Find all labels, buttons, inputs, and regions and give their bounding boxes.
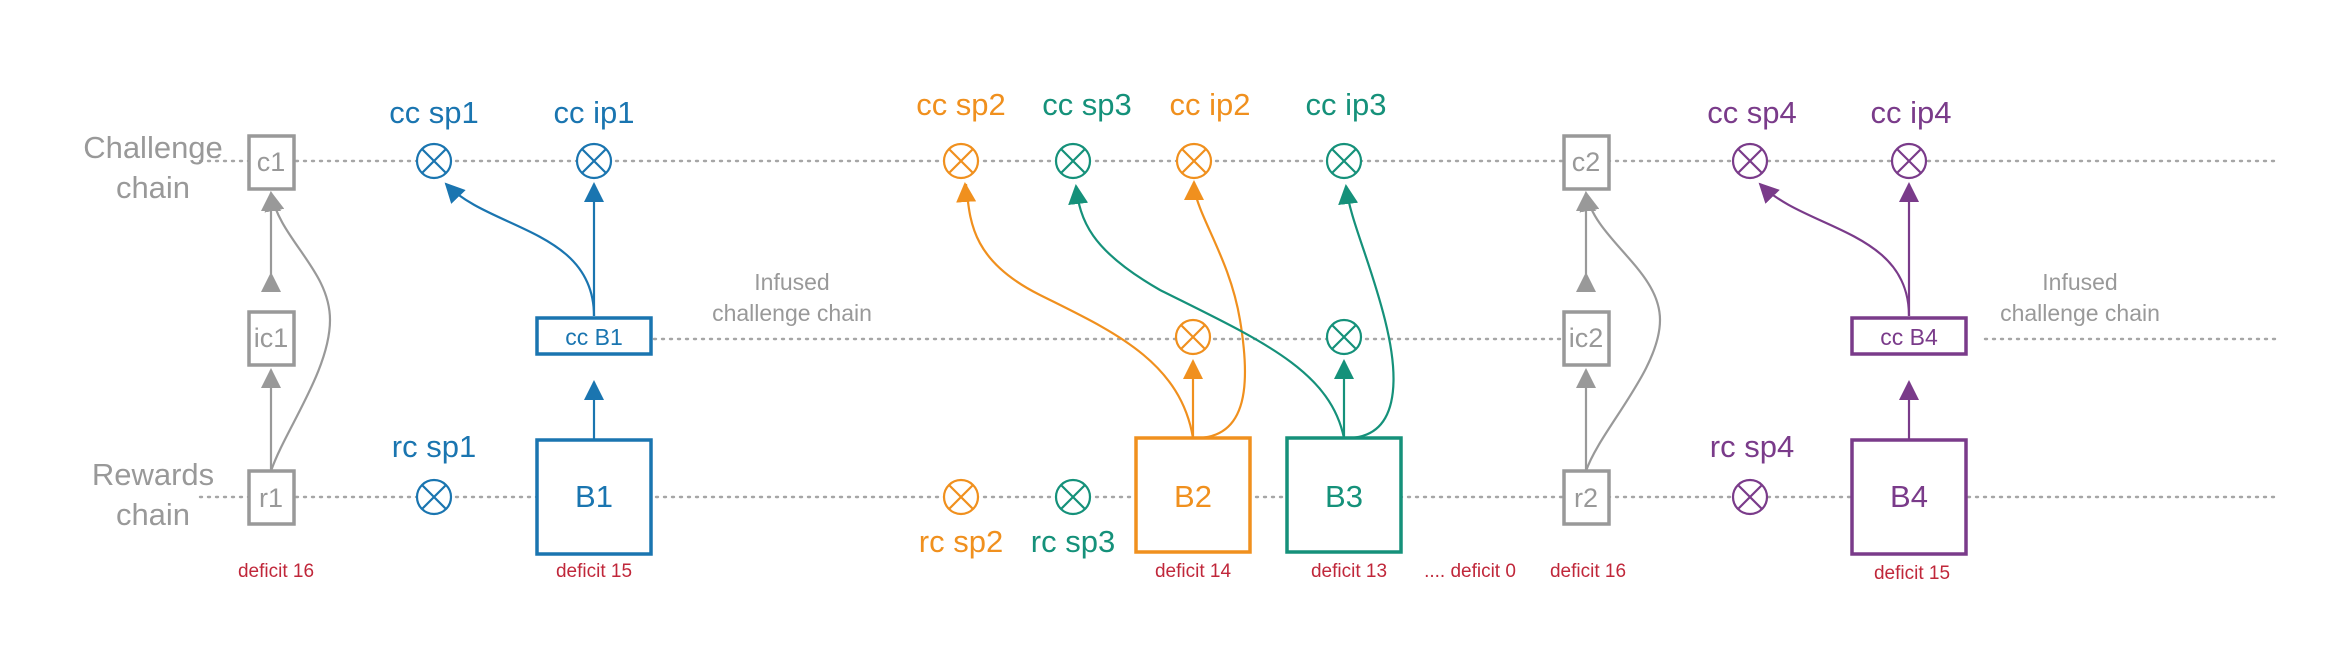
gray-group-2: c2 ic2 r2 (1562, 134, 1662, 526)
cc-sp2-label: cc sp2 (916, 87, 1006, 122)
cc-ip1-label: cc ip1 (554, 95, 635, 130)
b4-box (1850, 438, 1968, 556)
cc-ip3-label: cc ip3 (1306, 87, 1387, 122)
purple-group: cc B4 B4 (1758, 182, 1968, 556)
blue-group: cc B1 B1 (444, 182, 653, 556)
deficit-6: deficit 16 (1550, 561, 1626, 582)
infused-label-1b: challenge chain (712, 300, 872, 326)
rc-sp1-label: rc sp1 (392, 429, 476, 464)
cc-sp4-label: cc sp4 (1707, 95, 1797, 130)
c1-label: c1 (257, 147, 286, 177)
deficit-7: deficit 15 (1874, 563, 1950, 584)
c2-box (1562, 134, 1611, 191)
cc-b4-label: cc B4 (1880, 324, 1938, 350)
ic2-box (1562, 310, 1611, 367)
cc-b1-label: cc B1 (565, 324, 623, 350)
rc-sp3-label: rc sp3 (1031, 524, 1115, 559)
deficit-5: .... deficit 0 (1424, 561, 1516, 582)
deficit-2: deficit 15 (556, 561, 632, 582)
rc-sp1-point (415, 478, 453, 516)
cc-sp4-point (1731, 142, 1769, 180)
deficit-1: deficit 16 (238, 561, 314, 582)
c2-label: c2 (1572, 147, 1601, 177)
rc-sp2-point (942, 478, 980, 516)
cc-ip1-point (575, 142, 613, 180)
cc-sp3-point (1054, 142, 1092, 180)
b2-box (1134, 436, 1252, 554)
cc-ip3-point (1325, 142, 1363, 180)
r1-label: r1 (259, 483, 283, 513)
challenge-chain-label-2: chain (116, 170, 190, 205)
deficit-3: deficit 14 (1155, 561, 1231, 582)
cc-ip2-label: cc ip2 (1170, 87, 1251, 122)
r2-box (1562, 469, 1611, 526)
b3-box (1285, 436, 1403, 554)
rc-sp4-point (1731, 478, 1769, 516)
rc-sp2-label: rc sp2 (919, 524, 1003, 559)
cc-sp1-point (415, 142, 453, 180)
cc-b4-box (1850, 316, 1968, 356)
orange-teal-group: B2 B3 (956, 182, 1403, 554)
deficit-4: deficit 13 (1311, 561, 1387, 582)
ic1-label: ic1 (254, 323, 289, 353)
infused-label-2a: Infused (2042, 269, 2117, 295)
rc-sp4-label: rc sp4 (1710, 429, 1794, 464)
cc-ip4-label: cc ip4 (1871, 95, 1952, 130)
gray-group-1: c1 ic1 r1 (247, 134, 332, 526)
ic1-box (247, 310, 296, 367)
cc-ip4-point (1890, 142, 1928, 180)
b4-label: B4 (1890, 479, 1928, 514)
r1-box (247, 469, 296, 526)
b3-label: B3 (1325, 479, 1363, 514)
rewards-chain-label-2: chain (116, 497, 190, 532)
teal-infused-point (1325, 318, 1363, 356)
b1-label: B1 (575, 479, 613, 514)
orange-infused-point (1174, 318, 1212, 356)
b2-label: B2 (1174, 479, 1212, 514)
rc-sp3-point (1054, 478, 1092, 516)
c1-box (247, 134, 296, 191)
cc-sp3-label: cc sp3 (1042, 87, 1132, 122)
cc-sp1-label: cc sp1 (389, 95, 479, 130)
challenge-chain-label-1: Challenge (83, 130, 223, 165)
cc-sp2-point (942, 142, 980, 180)
r2-label: r2 (1574, 483, 1598, 513)
cc-b1-box (535, 316, 653, 356)
infused-label-2b: challenge chain (2000, 300, 2160, 326)
ic2-label: ic2 (1569, 323, 1604, 353)
rewards-chain-label-1: Rewards (92, 457, 214, 492)
infused-label-1a: Infused (754, 269, 829, 295)
cc-ip2-point (1175, 142, 1213, 200)
b1-box (535, 438, 653, 556)
